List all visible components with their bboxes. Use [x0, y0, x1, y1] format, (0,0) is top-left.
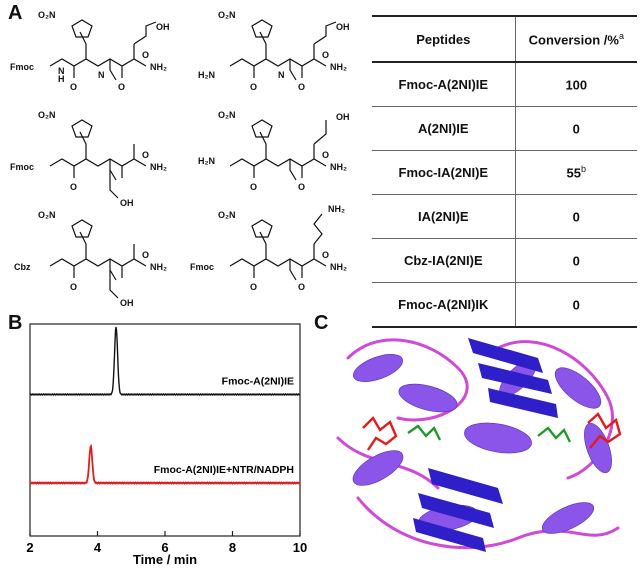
panel-label-a: A	[8, 2, 23, 24]
atom-label: NH₂	[150, 162, 167, 172]
atom-label: O	[118, 82, 125, 92]
atom-label: NH₂	[150, 262, 167, 272]
atom-label: O₂N	[38, 210, 56, 220]
x-tick-label: 2	[26, 540, 33, 555]
protein-structure	[336, 338, 622, 552]
structure-fmoc-a2nik: O₂N Fmoc O O O NH₂ NH₂	[190, 204, 347, 292]
atom-label: O	[250, 182, 257, 192]
peptide-name: IA(2NI)E	[372, 194, 516, 239]
table-header-row: Peptides Conversion /%a	[372, 15, 637, 63]
atom-label: O	[250, 82, 257, 92]
protect-group: Cbz	[14, 262, 31, 272]
x-tick-label: 8	[229, 540, 236, 555]
atom-label: OH	[156, 22, 170, 32]
peptide-structures: O₂N Fmoc H N N O O O OH NH₂ O₂N H₂N O O …	[10, 10, 350, 306]
structure-a2nie: O₂N H₂N O O N O OH NH₂	[198, 10, 350, 92]
peptide-name: A(2NI)IE	[372, 106, 516, 151]
atom-label: N	[58, 66, 65, 76]
peptide-name: Fmoc-A(2NI)IK	[372, 282, 516, 328]
conversion-value: 55b	[515, 150, 637, 195]
atom-label: O	[70, 82, 77, 92]
series-label: Fmoc-A(2NI)IE	[222, 375, 294, 387]
ribbon-sheets	[413, 338, 558, 552]
atom-label: O	[298, 182, 305, 192]
atom-label: NH₂	[150, 62, 167, 72]
peptide-name: Cbz-IA(2NI)E	[372, 238, 516, 283]
atom-label: O	[322, 150, 329, 160]
atom-label: O	[298, 82, 305, 92]
atom-label: O	[142, 250, 149, 260]
protect-group: H₂N	[198, 156, 215, 166]
peptide-name: Fmoc-IA(2NI)E	[372, 150, 516, 195]
panel-label-c: C	[314, 312, 329, 334]
atom-label: O	[142, 150, 149, 160]
atom-label: NH₂	[330, 162, 347, 172]
header-peptides: Peptides	[372, 15, 516, 63]
conversion-value: 100	[515, 62, 637, 107]
protect-group: Fmoc	[190, 262, 214, 272]
atom-label: O	[70, 182, 77, 192]
conversion-value: 0	[515, 194, 637, 239]
plot-frame	[29, 323, 301, 537]
x-axis-label: Time / min	[133, 552, 197, 567]
atom-label: H	[58, 74, 65, 84]
series-label: Fmoc-A(2NI)IE+NTR/NADPH	[154, 464, 294, 476]
structure-fmoc-a2nie: O₂N Fmoc H N N O O O OH NH₂	[10, 10, 170, 92]
atom-label: O₂N	[38, 10, 56, 20]
atom-label: O	[298, 282, 305, 292]
atom-label: O	[322, 250, 329, 260]
atom-label: O₂N	[218, 210, 236, 220]
atom-label: NH₂	[330, 262, 347, 272]
panel-label-b: B	[8, 312, 23, 334]
series-line	[29, 326, 301, 397]
structure-ia2nie: O₂N H₂N O O O OH NH₂	[198, 110, 350, 192]
atom-label: O₂N	[38, 110, 56, 120]
structure-fmoc-ia2nie: O₂N Fmoc O O NH₂ OH	[10, 110, 167, 208]
atom-label: O	[142, 50, 149, 60]
peptide-name: Fmoc-A(2NI)IE	[372, 62, 516, 107]
atom-label: N	[278, 70, 285, 80]
atom-label: O	[70, 282, 77, 292]
structure-cbz-ia2nie: O₂N Cbz O O NH₂ OH	[14, 210, 167, 306]
atom-label: O	[322, 50, 329, 60]
atom-label: OH	[120, 298, 134, 306]
atom-label: O₂N	[218, 110, 236, 120]
atom-label: OH	[336, 22, 350, 32]
x-tick-label: 10	[293, 540, 307, 555]
conversion-value: 0	[515, 106, 637, 151]
atom-label: NH₂	[328, 204, 345, 214]
protect-group: Fmoc	[10, 62, 34, 72]
conversion-value: 0	[515, 282, 637, 328]
atom-label: NH₂	[330, 62, 347, 72]
conversion-value: 0	[515, 238, 637, 283]
hplc-chromatogram: 2 4 6 8 10 Fmoc-A(2NI)IE Fmoc-A(2NI)IE+NTR/NA…	[26, 323, 307, 567]
protect-group: H₂N	[198, 70, 215, 80]
header-conversion: Conversion /%a	[515, 15, 637, 63]
atom-label: OH	[120, 198, 134, 208]
series-line	[29, 443, 301, 485]
atom-label: N	[98, 70, 105, 80]
bound-ligands	[362, 412, 622, 451]
atom-label: O₂N	[218, 10, 236, 20]
x-tick-label: 6	[161, 540, 168, 555]
atom-label: OH	[336, 112, 350, 122]
ribbon-helices	[352, 354, 612, 534]
atom-label: O	[250, 282, 257, 292]
protect-group: Fmoc	[10, 162, 34, 172]
x-tick-label: 4	[94, 540, 102, 555]
